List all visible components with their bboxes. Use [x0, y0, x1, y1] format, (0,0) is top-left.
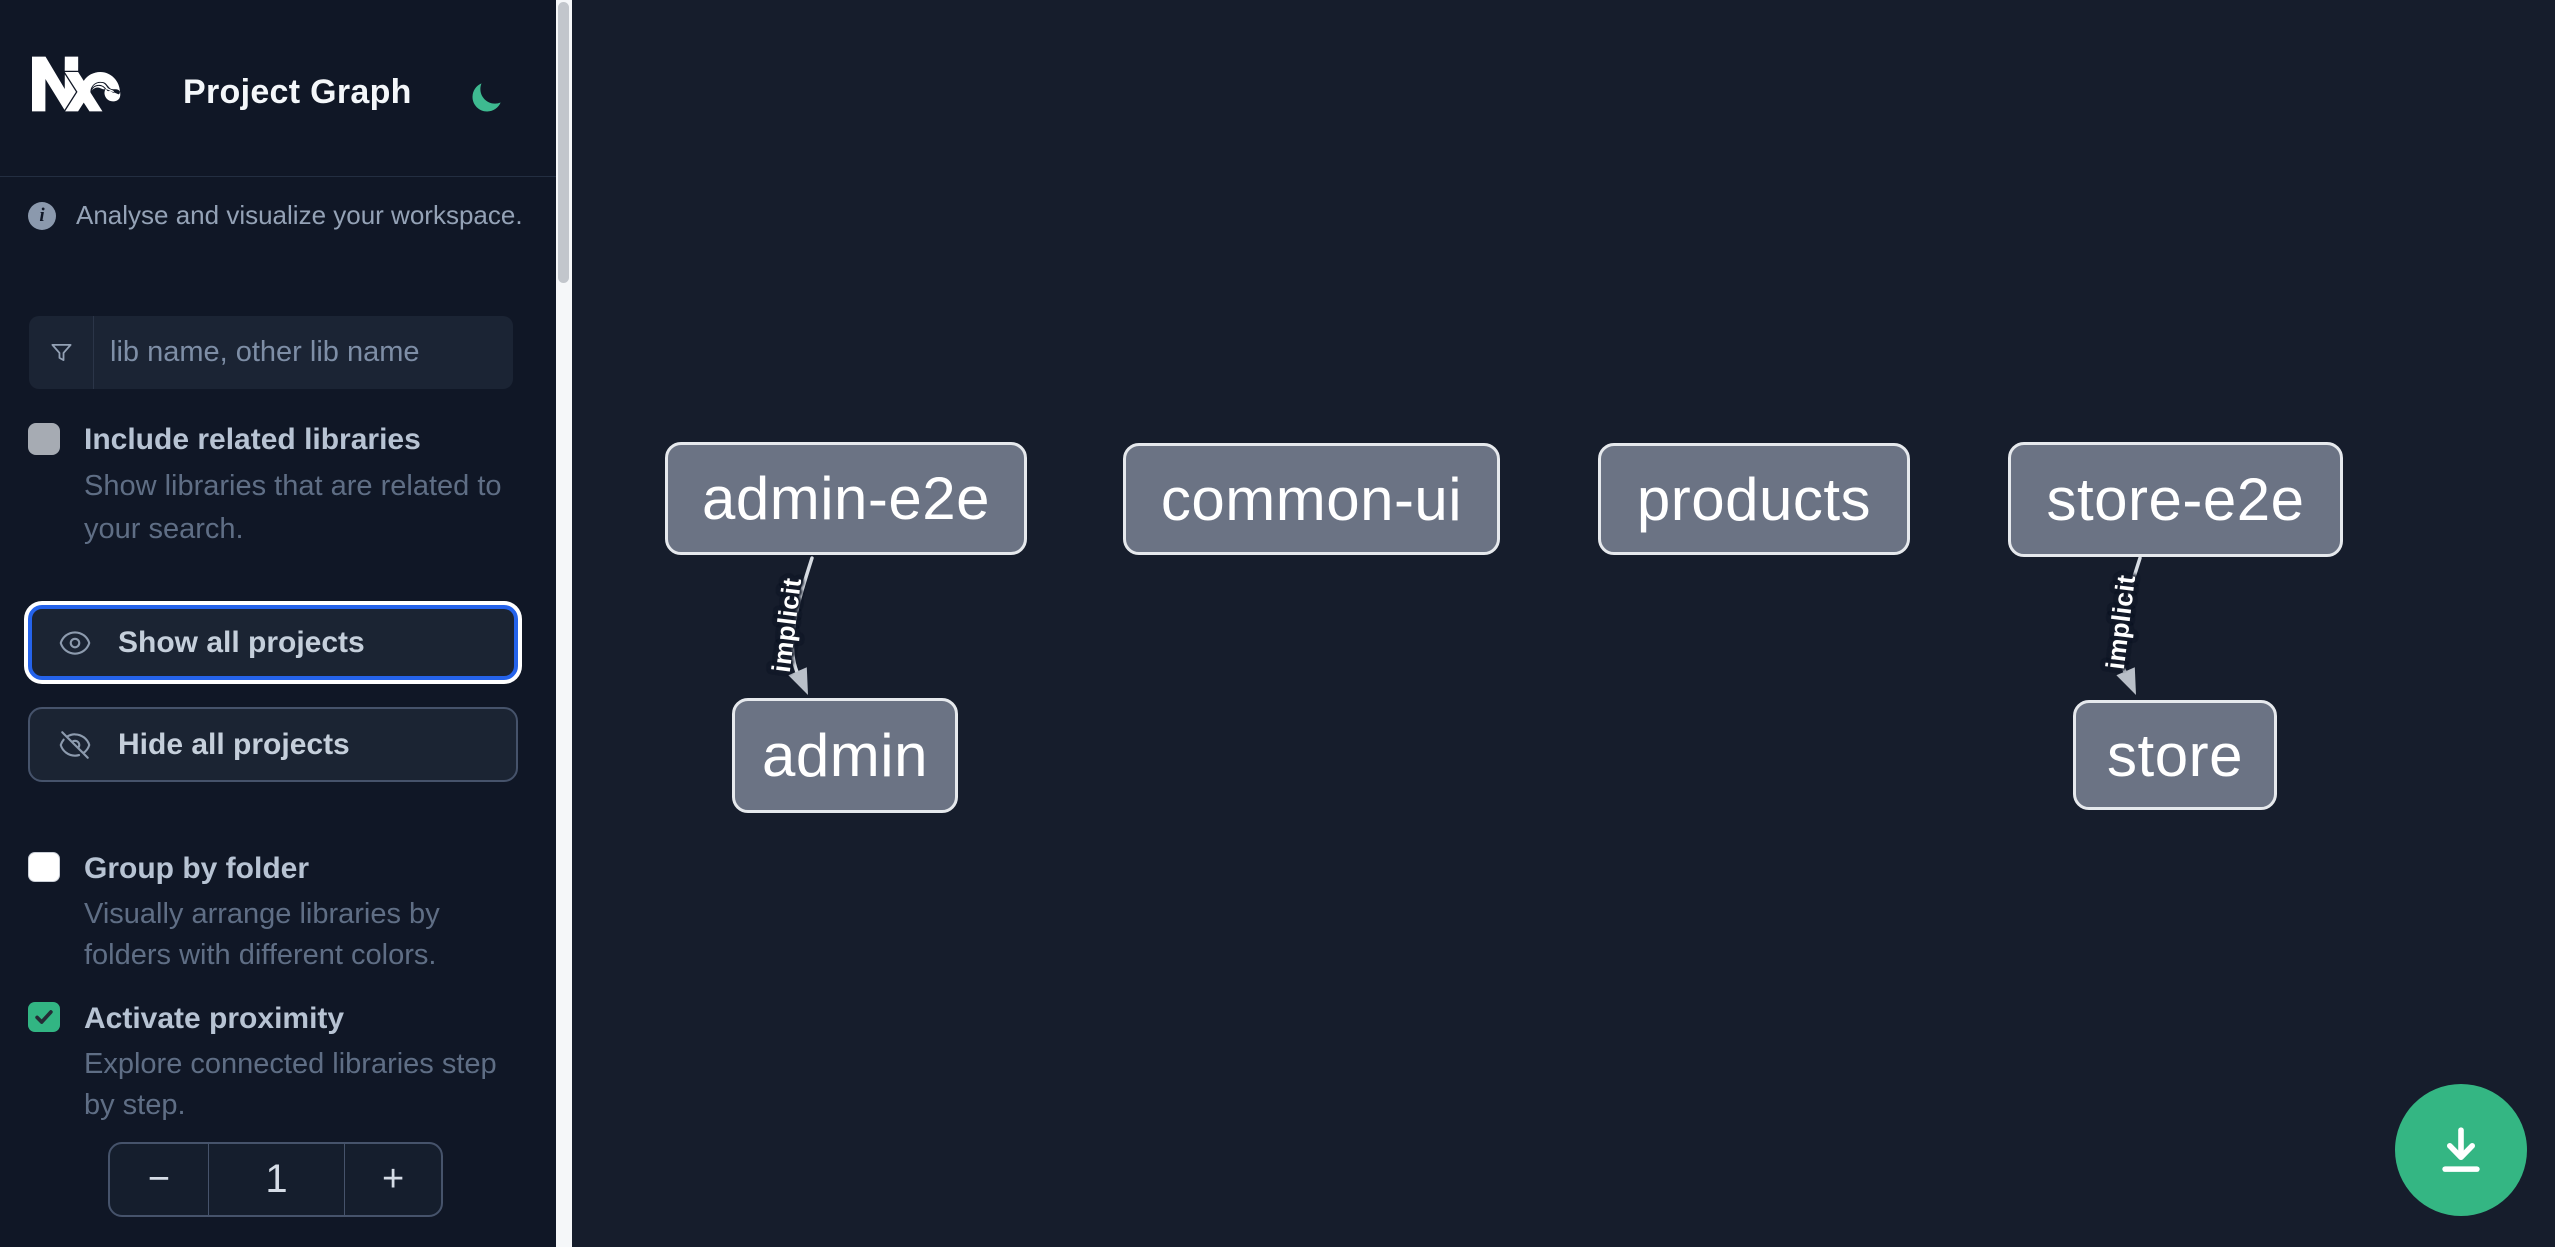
sidebar-scrollbar-thumb[interactable] [558, 2, 569, 283]
group-by-folder-checkbox[interactable] [28, 852, 60, 882]
option-activate-proximity: Activate proximity Explore connected lib… [28, 1002, 524, 1126]
graph-node-products[interactable]: products [1598, 443, 1910, 555]
graph-node-store[interactable]: store [2073, 700, 2277, 810]
option-group-by-folder: Group by folder Visually arrange librari… [28, 852, 524, 976]
eye-slash-icon [59, 730, 91, 759]
nx-logo [25, 40, 127, 128]
search-input[interactable] [94, 316, 513, 389]
download-icon [2442, 1127, 2480, 1172]
edge-label-implicit: implicit [2099, 572, 2142, 671]
decrement-button[interactable]: − [110, 1144, 209, 1215]
graph-node-store-e2e[interactable]: store-e2e [2008, 442, 2343, 557]
button-label: Hide all projects [118, 727, 350, 761]
include-related-checkbox[interactable] [28, 423, 60, 455]
page-title: Project Graph [183, 73, 412, 111]
dark-mode-toggle[interactable] [468, 80, 504, 116]
graph-edges [788, 556, 2142, 695]
edge-label-implicit: implicit [765, 575, 808, 674]
sidebar-scrollbar-track [556, 0, 572, 1247]
download-image-button[interactable] [2395, 1084, 2527, 1216]
graph-node-admin[interactable]: admin [732, 698, 958, 813]
graph-node-common-ui[interactable]: common-ui [1123, 443, 1500, 555]
option-include-related: Include related libraries Show libraries… [28, 423, 524, 551]
graph-node-admin-e2e[interactable]: admin-e2e [665, 442, 1027, 555]
activate-proximity-checkbox[interactable] [28, 1002, 60, 1032]
button-label: Show all projects [118, 625, 365, 659]
check-icon [35, 1010, 53, 1024]
divider [0, 176, 556, 177]
show-all-projects-button[interactable]: Show all projects [28, 605, 518, 680]
sidebar: Project Graph i Analyse and visualize yo… [0, 0, 572, 1247]
search-box [29, 316, 513, 389]
graph-canvas[interactable]: admin-e2e common-ui products store-e2e a… [572, 0, 2555, 1247]
info-icon: i [28, 201, 56, 230]
option-label: Group by folder [84, 852, 309, 885]
depth-value[interactable]: 1 [265, 1157, 288, 1201]
moon-icon [472, 83, 501, 112]
filter-icon [29, 316, 94, 389]
option-label: Include related libraries [84, 423, 421, 456]
arrowhead-icon [2116, 667, 2136, 695]
eye-icon [59, 630, 91, 655]
hide-all-projects-button[interactable]: Hide all projects [28, 707, 518, 782]
info-row: i Analyse and visualize your workspace. [28, 200, 523, 231]
option-description: Explore connected libraries step by step… [84, 1048, 497, 1121]
proximity-depth-stepper: − 1 + [108, 1142, 443, 1217]
increment-button[interactable]: + [344, 1144, 441, 1215]
option-description: Visually arrange libraries by folders wi… [84, 898, 440, 971]
info-text: Analyse and visualize your workspace. [76, 200, 523, 230]
option-description: Show libraries that are related to your … [84, 470, 502, 545]
option-label: Activate proximity [84, 1002, 345, 1035]
